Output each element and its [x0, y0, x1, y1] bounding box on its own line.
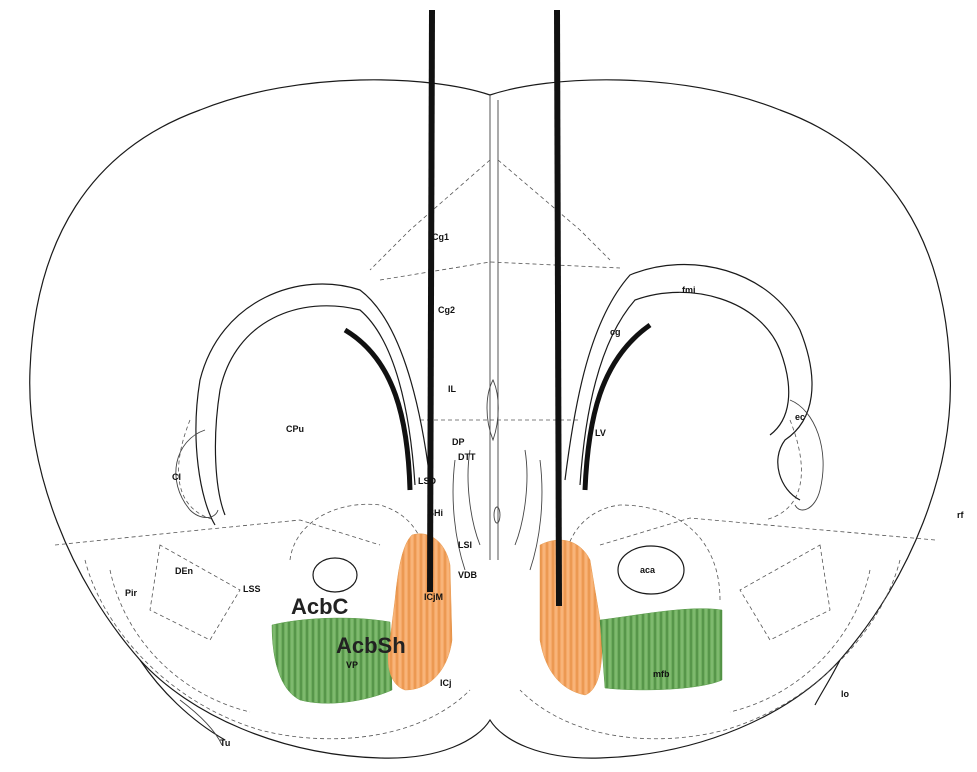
label-vdb: VDB [458, 570, 478, 580]
right-corpus-callosum-inner [580, 292, 789, 485]
left-core-region [272, 618, 392, 703]
left-anterior-commissure [313, 558, 357, 592]
right-shell-region [540, 540, 602, 695]
left-lo-tract [140, 660, 225, 740]
label-shi: SHi [428, 508, 443, 518]
cg1-cg2-boundary [380, 262, 620, 280]
left-tu-curve [180, 700, 222, 745]
den-region-right [740, 545, 830, 640]
fornix-column [487, 380, 498, 440]
label-cg2: Cg2 [438, 305, 455, 315]
label-lo: lo [841, 689, 850, 699]
label-cg: cg [610, 327, 621, 337]
label-acbsh: AcbSh [336, 633, 406, 658]
septal-ventricle-left [453, 460, 465, 570]
label-lv: LV [595, 428, 606, 438]
label-cl: Cl [172, 472, 181, 482]
label-il: IL [448, 384, 457, 394]
right-ventricle-dark [585, 325, 650, 490]
left-corpus-callosum-inner [215, 306, 415, 515]
label-lss: LSS [243, 584, 261, 594]
label-dtt: DTT [458, 452, 476, 462]
septal-outline-right [515, 450, 527, 545]
label-ec: ec [795, 412, 805, 422]
septal-outline-left [468, 450, 480, 545]
probe-track-right [557, 10, 559, 606]
label-pir: Pir [125, 588, 138, 598]
cortex-boundary-right [498, 160, 610, 260]
label-mfb: mfb [653, 669, 670, 679]
left-ventricle-dark [345, 330, 410, 490]
label-acbc: AcbC [291, 594, 349, 619]
label-vp: VP [346, 660, 358, 670]
right-lo-tract [815, 660, 840, 705]
label-den: DEn [175, 566, 193, 576]
midline-fissure [490, 95, 498, 560]
label-dp: DP [452, 437, 465, 447]
label-cpu: CPu [286, 424, 304, 434]
label-fmi: fmi [682, 285, 696, 295]
septal-nucleus-marker [494, 507, 500, 523]
piriform-layer-right [730, 570, 870, 712]
ventral-boundary-left [55, 520, 380, 545]
probe-track-left [430, 10, 432, 592]
ventral-boundary-right [600, 518, 935, 545]
cortical-layer-left [179, 420, 215, 520]
label-icjm: ICjM [424, 592, 443, 602]
den-region-left [150, 545, 240, 640]
label-aca: aca [640, 565, 656, 575]
label-rf: rf [957, 510, 965, 520]
label-lsi: LSI [458, 540, 472, 550]
label-lsd: LSD [418, 476, 437, 486]
left-shell-region [388, 534, 452, 690]
label-tu: Tu [220, 738, 230, 748]
left-corpus-callosum-outer [196, 284, 430, 525]
label-cg1: Cg1 [432, 232, 449, 242]
label-icj: ICj [440, 678, 452, 688]
